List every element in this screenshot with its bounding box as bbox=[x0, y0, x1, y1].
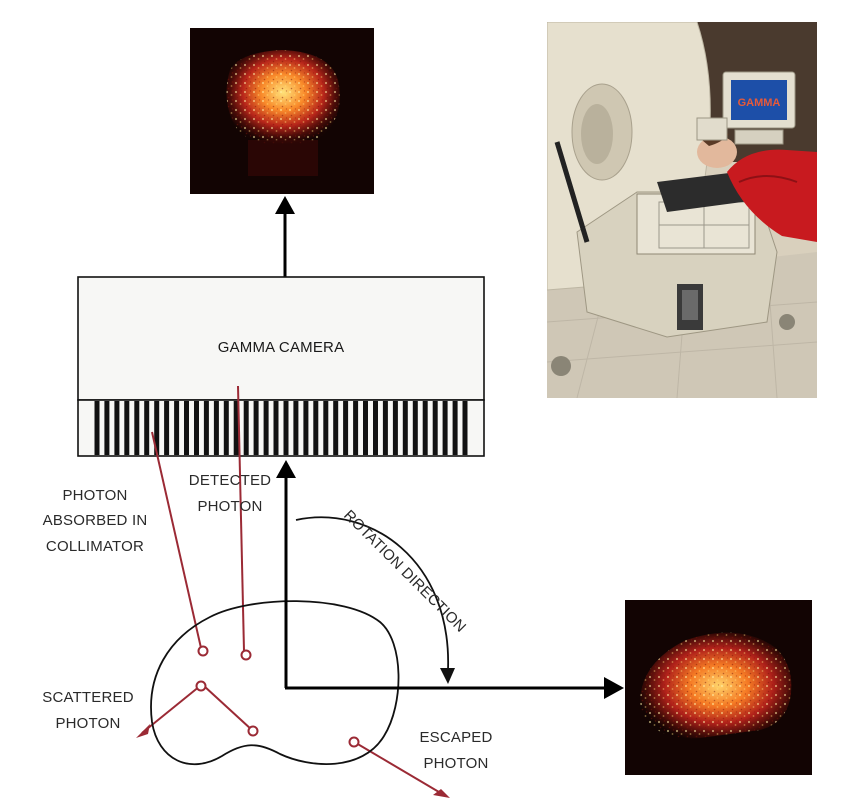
collimator-septum bbox=[443, 401, 448, 455]
collimator-septum bbox=[293, 401, 298, 455]
collimator-septum bbox=[303, 401, 308, 455]
collimator-septum bbox=[194, 401, 199, 455]
scan-image-side bbox=[625, 600, 812, 775]
gamma-camera: GAMMA CAMERA bbox=[78, 277, 484, 456]
rotation-arrowhead bbox=[440, 668, 455, 684]
collimator-septum bbox=[174, 401, 179, 455]
collimator-septum bbox=[104, 401, 109, 455]
detected-label-line: DETECTED bbox=[189, 472, 271, 489]
arrowhead-right-side bbox=[604, 677, 624, 699]
collimator-septum bbox=[144, 401, 149, 455]
collimator-septum bbox=[274, 401, 279, 455]
collimator-septum bbox=[224, 401, 229, 455]
emission-point bbox=[350, 738, 359, 747]
collimator-septum bbox=[463, 401, 468, 455]
collimator-septum bbox=[363, 401, 368, 455]
collimator-septum bbox=[433, 401, 438, 455]
collimator-septum bbox=[373, 401, 378, 455]
scattered-label: SCATTERED PHOTON bbox=[42, 689, 134, 732]
emission-point bbox=[197, 682, 206, 691]
absorbed-photon-path bbox=[152, 432, 201, 648]
collimator-septum bbox=[124, 401, 129, 455]
absorbed-label-line: PHOTON bbox=[62, 487, 127, 504]
absorbed-label: PHOTON ABSORBED IN COLLIMATOR bbox=[43, 487, 148, 555]
monitor-text: GAMMA bbox=[738, 97, 781, 109]
detected-label: DETECTED PHOTON bbox=[189, 472, 271, 515]
escaped-label-line: PHOTON bbox=[423, 755, 488, 772]
scan-image-top bbox=[190, 28, 374, 194]
absorbed-label-line: COLLIMATOR bbox=[46, 538, 144, 555]
rotation-direction-label: ROTATION DIRECTION bbox=[340, 507, 469, 636]
scattered-label-line: PHOTON bbox=[55, 715, 120, 732]
collimator-septum bbox=[383, 401, 388, 455]
photon-emission-points bbox=[197, 647, 359, 747]
collimator-septum bbox=[95, 401, 100, 455]
scattered-arrowhead bbox=[136, 724, 150, 738]
collimator-septum bbox=[264, 401, 269, 455]
scattered-label-line: SCATTERED bbox=[42, 689, 134, 706]
collimator-septum bbox=[393, 401, 398, 455]
collimator-septum bbox=[323, 401, 328, 455]
photon-path-arrowheads bbox=[136, 724, 450, 798]
collimator-septum bbox=[423, 401, 428, 455]
collimator-septum bbox=[313, 401, 318, 455]
absorbed-label-line: ABSORBED IN bbox=[43, 512, 148, 529]
escaped-label: ESCAPED PHOTON bbox=[419, 729, 492, 772]
collimator-septum bbox=[204, 401, 209, 455]
arrowhead-up-camera bbox=[276, 460, 296, 478]
arrowhead-up-top bbox=[275, 196, 295, 214]
collimator-septum bbox=[114, 401, 119, 455]
collimator-septum bbox=[184, 401, 189, 455]
collimator-septum bbox=[284, 401, 289, 455]
collimator-septum bbox=[214, 401, 219, 455]
collimator-septum bbox=[164, 401, 169, 455]
head-outline bbox=[151, 601, 399, 764]
collimator-septum bbox=[403, 401, 408, 455]
collimator-septum bbox=[134, 401, 139, 455]
collimator-septum bbox=[333, 401, 338, 455]
scattered-photon-path-a bbox=[204, 686, 252, 730]
emission-point bbox=[199, 647, 208, 656]
collimator-septum bbox=[343, 401, 348, 455]
gamma-camera-label: GAMMA CAMERA bbox=[218, 339, 345, 356]
detected-label-line: PHOTON bbox=[197, 498, 262, 515]
collimator-septum bbox=[353, 401, 358, 455]
emission-point bbox=[249, 727, 258, 736]
collimator-septum bbox=[244, 401, 249, 455]
collimator-septum bbox=[254, 401, 259, 455]
collimator-septum bbox=[453, 401, 458, 455]
collimator-septum bbox=[413, 401, 418, 455]
escaped-label-line: ESCAPED bbox=[419, 729, 492, 746]
emission-point bbox=[242, 651, 251, 660]
patient-scanner-photo: GAMMA bbox=[547, 22, 817, 398]
